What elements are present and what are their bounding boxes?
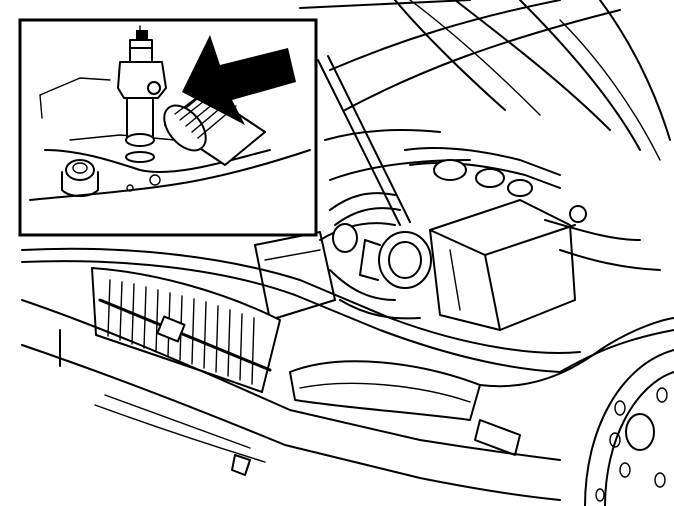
engine-bay	[254, 129, 661, 331]
sensor-icon	[117, 25, 167, 163]
sensor-detail-inset	[18, 18, 318, 237]
front-wheel	[584, 349, 674, 506]
car-front	[21, 247, 674, 501]
arrow-icon	[182, 35, 296, 125]
open-hood	[299, 0, 671, 226]
